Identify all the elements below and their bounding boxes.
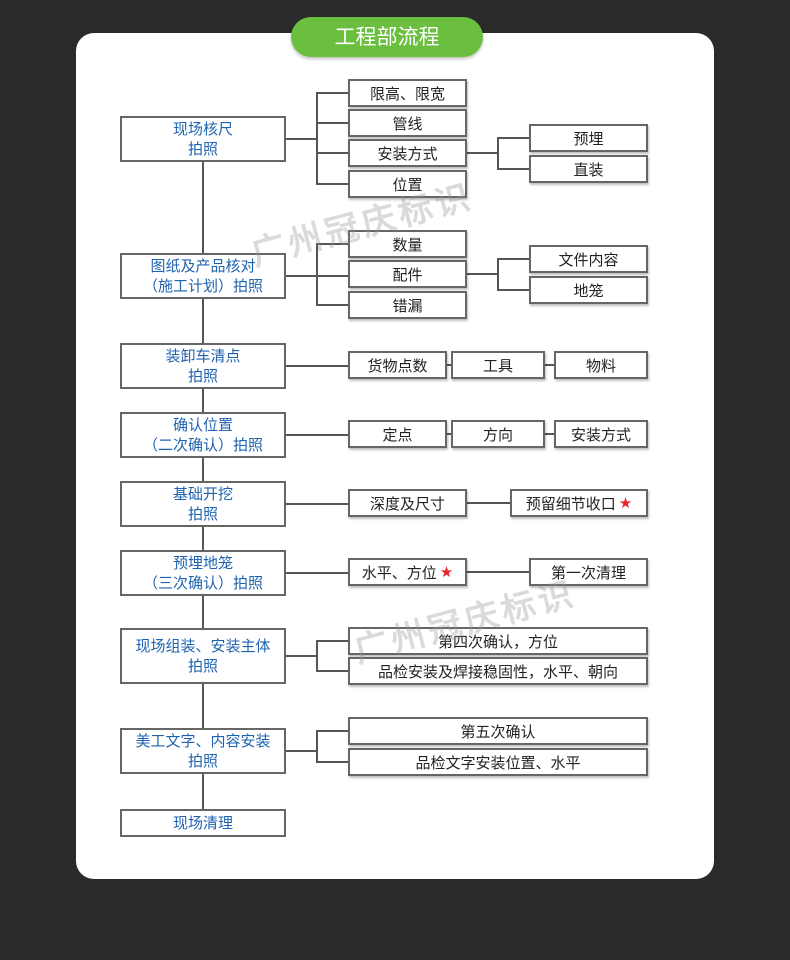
detail-item-a3: 安装方式 bbox=[348, 139, 467, 167]
step-label-line: 拍照 bbox=[187, 140, 218, 158]
detail-item-a6: 直装 bbox=[529, 155, 648, 183]
detail-label: 水平、方位 bbox=[361, 563, 437, 582]
detail-item-c1: 货物点数 bbox=[348, 351, 447, 379]
connector-line bbox=[286, 640, 348, 657]
detail-label: 管线 bbox=[392, 114, 423, 133]
detail-label: 定点 bbox=[382, 425, 413, 444]
process-step-s8: 美工文字、内容安装拍照 bbox=[120, 728, 286, 774]
step-label-line: 装卸车清点 bbox=[165, 347, 241, 365]
detail-label: 安装方式 bbox=[377, 144, 438, 163]
detail-label: 第一次清理 bbox=[550, 563, 626, 582]
step-label-line: （三次确认）拍照 bbox=[142, 574, 263, 592]
detail-item-g1: 第四次确认，方位 bbox=[348, 627, 648, 655]
detail-label: 数量 bbox=[392, 235, 423, 254]
step-label-line: 拍照 bbox=[187, 505, 218, 523]
detail-label: 深度及尺寸 bbox=[369, 494, 445, 513]
process-step-s4: 确认位置 （二次确认）拍照 bbox=[120, 412, 286, 458]
detail-item-h1: 第五次确认 bbox=[348, 717, 648, 745]
detail-label: 货物点数 bbox=[367, 356, 428, 375]
detail-item-a1: 限高、限宽 bbox=[348, 79, 467, 107]
connector-line bbox=[467, 137, 529, 154]
connector-line bbox=[467, 258, 529, 275]
step-label-line: 现场清理 bbox=[172, 814, 233, 832]
detail-item-e2: 预留细节收口★ bbox=[510, 489, 648, 517]
detail-item-b3: 错漏 bbox=[348, 291, 467, 319]
detail-item-g2: 品检安装及焊接稳固性，水平、朝向 bbox=[348, 657, 648, 685]
step-label-line: 现场核尺 bbox=[172, 120, 233, 138]
step-label-line: （二次确认）拍照 bbox=[142, 436, 263, 454]
detail-label: 第五次确认 bbox=[460, 722, 536, 741]
detail-item-h2: 品检文字安装位置、水平 bbox=[348, 748, 648, 776]
detail-label: 第四次确认，方位 bbox=[437, 632, 558, 651]
detail-label: 方向 bbox=[482, 425, 513, 444]
detail-item-b2: 配件 bbox=[348, 260, 467, 288]
connector-line bbox=[286, 275, 348, 306]
star-icon: ★ bbox=[618, 494, 633, 512]
detail-item-e1: 深度及尺寸 bbox=[348, 489, 467, 517]
detail-label: 限高、限宽 bbox=[369, 84, 445, 103]
step-label-line: 美工文字、内容安装 bbox=[135, 732, 271, 750]
detail-item-d2: 方向 bbox=[451, 420, 545, 448]
connector-line bbox=[286, 730, 348, 752]
detail-label: 安装方式 bbox=[570, 425, 631, 444]
page-title: 工程部流程 bbox=[291, 17, 483, 57]
detail-item-c3: 物料 bbox=[554, 351, 648, 379]
detail-item-a5: 预埋 bbox=[529, 124, 648, 152]
process-step-s5: 基础开挖拍照 bbox=[120, 481, 286, 527]
step-label-line: 基础开挖 bbox=[172, 485, 233, 503]
step-label-line: 拍照 bbox=[187, 367, 218, 385]
step-label-line: 确认位置 bbox=[172, 416, 233, 434]
detail-label: 物料 bbox=[585, 356, 616, 375]
process-step-s6: 预埋地笼 （三次确认）拍照 bbox=[120, 550, 286, 596]
process-step-s1: 现场核尺拍照 bbox=[120, 116, 286, 162]
process-step-s3: 装卸车清点拍照 bbox=[120, 343, 286, 389]
detail-label: 位置 bbox=[392, 175, 423, 194]
detail-item-b5: 地笼 bbox=[529, 276, 648, 304]
detail-label: 地笼 bbox=[573, 281, 604, 300]
connector-line bbox=[286, 122, 348, 140]
step-label-line: 拍照 bbox=[187, 657, 218, 675]
detail-label: 配件 bbox=[392, 265, 423, 284]
detail-item-c2: 工具 bbox=[451, 351, 545, 379]
step-label-line: 预埋地笼 bbox=[172, 554, 233, 572]
detail-item-d3: 安装方式 bbox=[554, 420, 648, 448]
detail-item-b1: 数量 bbox=[348, 230, 467, 258]
detail-item-a2: 管线 bbox=[348, 109, 467, 137]
step-label-line: 拍照 bbox=[187, 752, 218, 770]
connector-line bbox=[467, 152, 529, 170]
connector-line bbox=[286, 750, 348, 763]
detail-item-d1: 定点 bbox=[348, 420, 447, 448]
connector-line bbox=[286, 655, 348, 672]
detail-label: 直装 bbox=[573, 160, 604, 179]
detail-item-f2: 第一次清理 bbox=[529, 558, 648, 586]
detail-item-b4: 文件内容 bbox=[529, 245, 648, 273]
detail-label: 品检安装及焊接稳固性，水平、朝向 bbox=[377, 662, 618, 681]
detail-label: 工具 bbox=[482, 356, 513, 375]
detail-label: 预留细节收口 bbox=[525, 494, 616, 513]
step-label-line: （施工计划）拍照 bbox=[142, 277, 263, 295]
process-step-s9: 现场清理 bbox=[120, 809, 286, 837]
detail-label: 品检文字安装位置、水平 bbox=[415, 753, 581, 772]
process-step-s7: 现场组装、安装主体拍照 bbox=[120, 628, 286, 684]
connector-line bbox=[286, 138, 348, 185]
detail-label: 预埋 bbox=[573, 129, 604, 148]
process-step-s2: 图纸及产品核对 （施工计划）拍照 bbox=[120, 253, 286, 299]
detail-label: 文件内容 bbox=[558, 250, 619, 269]
step-label-line: 现场组装、安装主体 bbox=[135, 637, 271, 655]
detail-item-a4: 位置 bbox=[348, 170, 467, 198]
star-icon: ★ bbox=[439, 563, 454, 581]
detail-label: 错漏 bbox=[392, 296, 423, 315]
step-label-line: 图纸及产品核对 bbox=[150, 257, 256, 275]
detail-item-f1: 水平、方位★ bbox=[348, 558, 467, 586]
connector-line bbox=[467, 273, 529, 291]
